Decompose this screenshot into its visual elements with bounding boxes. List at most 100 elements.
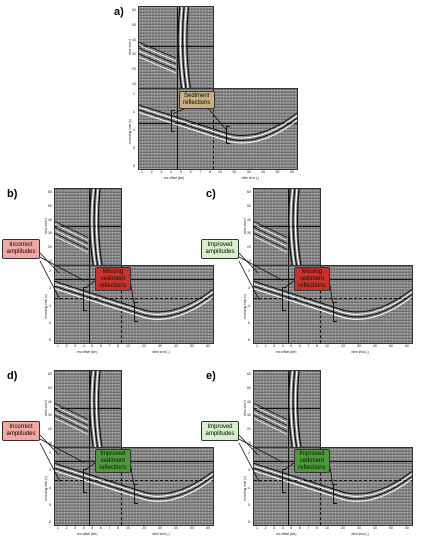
y-tick-label: 40 — [247, 217, 251, 222]
x-tick-label: 8 — [117, 526, 119, 530]
x-tick-label: 2 — [264, 344, 267, 348]
x-tick-label: 10 — [126, 344, 130, 348]
event-stripe — [292, 371, 298, 448]
x-tick-label: 40 — [373, 526, 377, 530]
y-axis-label-time: recording time (s) — [128, 119, 132, 144]
y-tick-label: 4 — [49, 485, 51, 490]
panel-label: e) — [206, 370, 216, 382]
x-tick-label: 60 — [206, 526, 210, 530]
x-axis-label-shot: xline shot (-) — [351, 350, 369, 354]
x-tick-label: 1 — [256, 526, 258, 530]
x-tick-label: 6 — [189, 170, 192, 174]
reflection-bracket — [333, 301, 337, 322]
y-tick-label: 5 — [133, 146, 135, 150]
x-tick-label: 50 — [389, 344, 393, 348]
reflection-bracket — [282, 468, 286, 493]
reflection-events — [139, 104, 297, 144]
event-stripe — [55, 232, 89, 250]
reflection-stripe — [55, 288, 213, 320]
vertical-marker-line — [89, 448, 91, 525]
y-tick-label: 3 — [248, 286, 250, 291]
horizontal-marker-line — [139, 46, 213, 48]
event-stripe — [254, 220, 288, 238]
event-stripe — [139, 56, 177, 74]
event-stripe — [184, 7, 189, 89]
x-tick-label: 1 — [141, 170, 143, 174]
y-tick-label: 50 — [132, 22, 136, 27]
event-stripe — [186, 7, 192, 89]
event-stripe — [296, 189, 302, 266]
x-tick-label: 50 — [275, 170, 280, 174]
x-tick-label: 4 — [281, 526, 284, 530]
event-stripe — [91, 371, 97, 448]
x-tick-label: 40 — [174, 526, 178, 530]
y-tick-label: 60 — [132, 8, 136, 12]
event-stripe — [288, 371, 293, 448]
reflection-stripe — [254, 280, 412, 313]
event-stripe — [97, 371, 103, 448]
event-stripe — [55, 408, 89, 426]
event-stripe — [139, 53, 177, 71]
x-tick-label: 1 — [57, 344, 59, 348]
horizontal-marker-line — [55, 461, 213, 463]
callout-box: Improved sediment reflections — [94, 449, 131, 473]
x-tick-label: 8 — [209, 170, 211, 174]
y-tick-label: 40 — [48, 217, 52, 222]
x-tick-label: 7 — [108, 526, 111, 530]
reflection-stripe — [55, 283, 213, 315]
dashed-marker-line — [121, 266, 122, 343]
vertical-marker-line — [89, 266, 91, 343]
y-tick-label: 30 — [48, 231, 52, 236]
event-stripe — [254, 235, 288, 253]
y-tick-label: 40 — [48, 399, 52, 404]
x-tick-label: 20 — [232, 170, 237, 174]
horizontal-marker-line — [55, 279, 213, 281]
dashed-marker-line — [121, 448, 122, 525]
y-tick-label: 4 — [49, 303, 51, 308]
callout-box: Missing sediment reflections — [94, 267, 131, 291]
event-stripe — [254, 229, 288, 247]
y-tick-label: 2 — [248, 269, 250, 273]
event-stripe — [55, 229, 89, 247]
event-stripe — [290, 371, 296, 448]
horizontal-marker-line — [55, 407, 121, 409]
x-axis-label-offset: rec offset (km) — [276, 350, 297, 354]
x-tick-label: 50 — [190, 526, 194, 530]
x-tick-label: 60 — [405, 344, 409, 348]
y-tick-label: 10 — [48, 259, 52, 263]
event-stripe — [181, 7, 187, 89]
x-tick-label: 20 — [341, 526, 345, 530]
event-stripe — [139, 41, 177, 59]
y-tick-label: 20 — [247, 245, 251, 250]
event-stripe — [296, 371, 302, 448]
event-stripe — [55, 411, 89, 429]
x-tick-label: 30 — [357, 344, 361, 348]
y-tick-label: 20 — [132, 67, 136, 72]
reflection-bracket — [134, 483, 138, 504]
x-tick-label: 2 — [65, 526, 68, 530]
reflection-stripe — [55, 285, 213, 318]
x-tick-label: 1 — [57, 526, 59, 530]
horizontal-marker-line — [254, 225, 320, 227]
x-tick-label: 10 — [218, 170, 222, 174]
event-stripe — [179, 7, 185, 89]
x-tick-label: 60 — [405, 526, 409, 530]
x-tick-label: 3 — [74, 526, 77, 530]
y-tick-label: 3 — [133, 110, 135, 114]
event-stripe — [93, 371, 99, 448]
reflection-stripe — [55, 470, 213, 502]
event-stripe — [93, 189, 99, 266]
x-axis-label-offset: rec offset (km) — [163, 176, 185, 180]
reflection-bracket — [282, 286, 286, 311]
event-stripe — [254, 414, 288, 432]
horizontal-marker-line — [254, 461, 412, 463]
gather-events — [55, 371, 103, 448]
callout-box: Improved amplitudes — [201, 239, 239, 259]
y-tick-label: 5 — [248, 320, 250, 325]
y-tick-label: 6 — [49, 338, 51, 342]
event-stripe — [254, 408, 288, 426]
x-tick-label: 40 — [373, 344, 377, 348]
y-tick-label: 5 — [248, 502, 250, 507]
x-tick-label: 2 — [264, 526, 267, 530]
callout-box: Incorrect amplitudes — [2, 239, 40, 259]
